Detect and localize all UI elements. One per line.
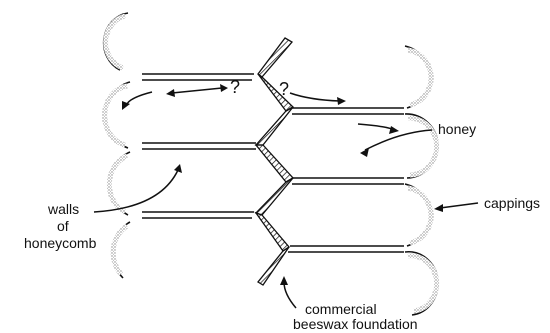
- left-cappings: [104, 13, 130, 278]
- walls-label-line3: honeycomb: [24, 235, 97, 251]
- right-cell-walls: [288, 108, 404, 252]
- beeswax-foundation: [256, 38, 293, 285]
- walls-label-line2: of: [57, 218, 69, 234]
- walls-label-line1: walls: [47, 201, 79, 217]
- honey-label: honey: [438, 121, 476, 137]
- question-mark-left: ?: [230, 77, 240, 97]
- foundation-label-line1: commercial: [305, 301, 377, 317]
- cappings-label: cappings: [484, 195, 540, 211]
- right-cappings: [405, 46, 438, 315]
- foundation-label-line2: beeswax foundation: [293, 316, 418, 332]
- question-mark-right: ?: [279, 79, 289, 99]
